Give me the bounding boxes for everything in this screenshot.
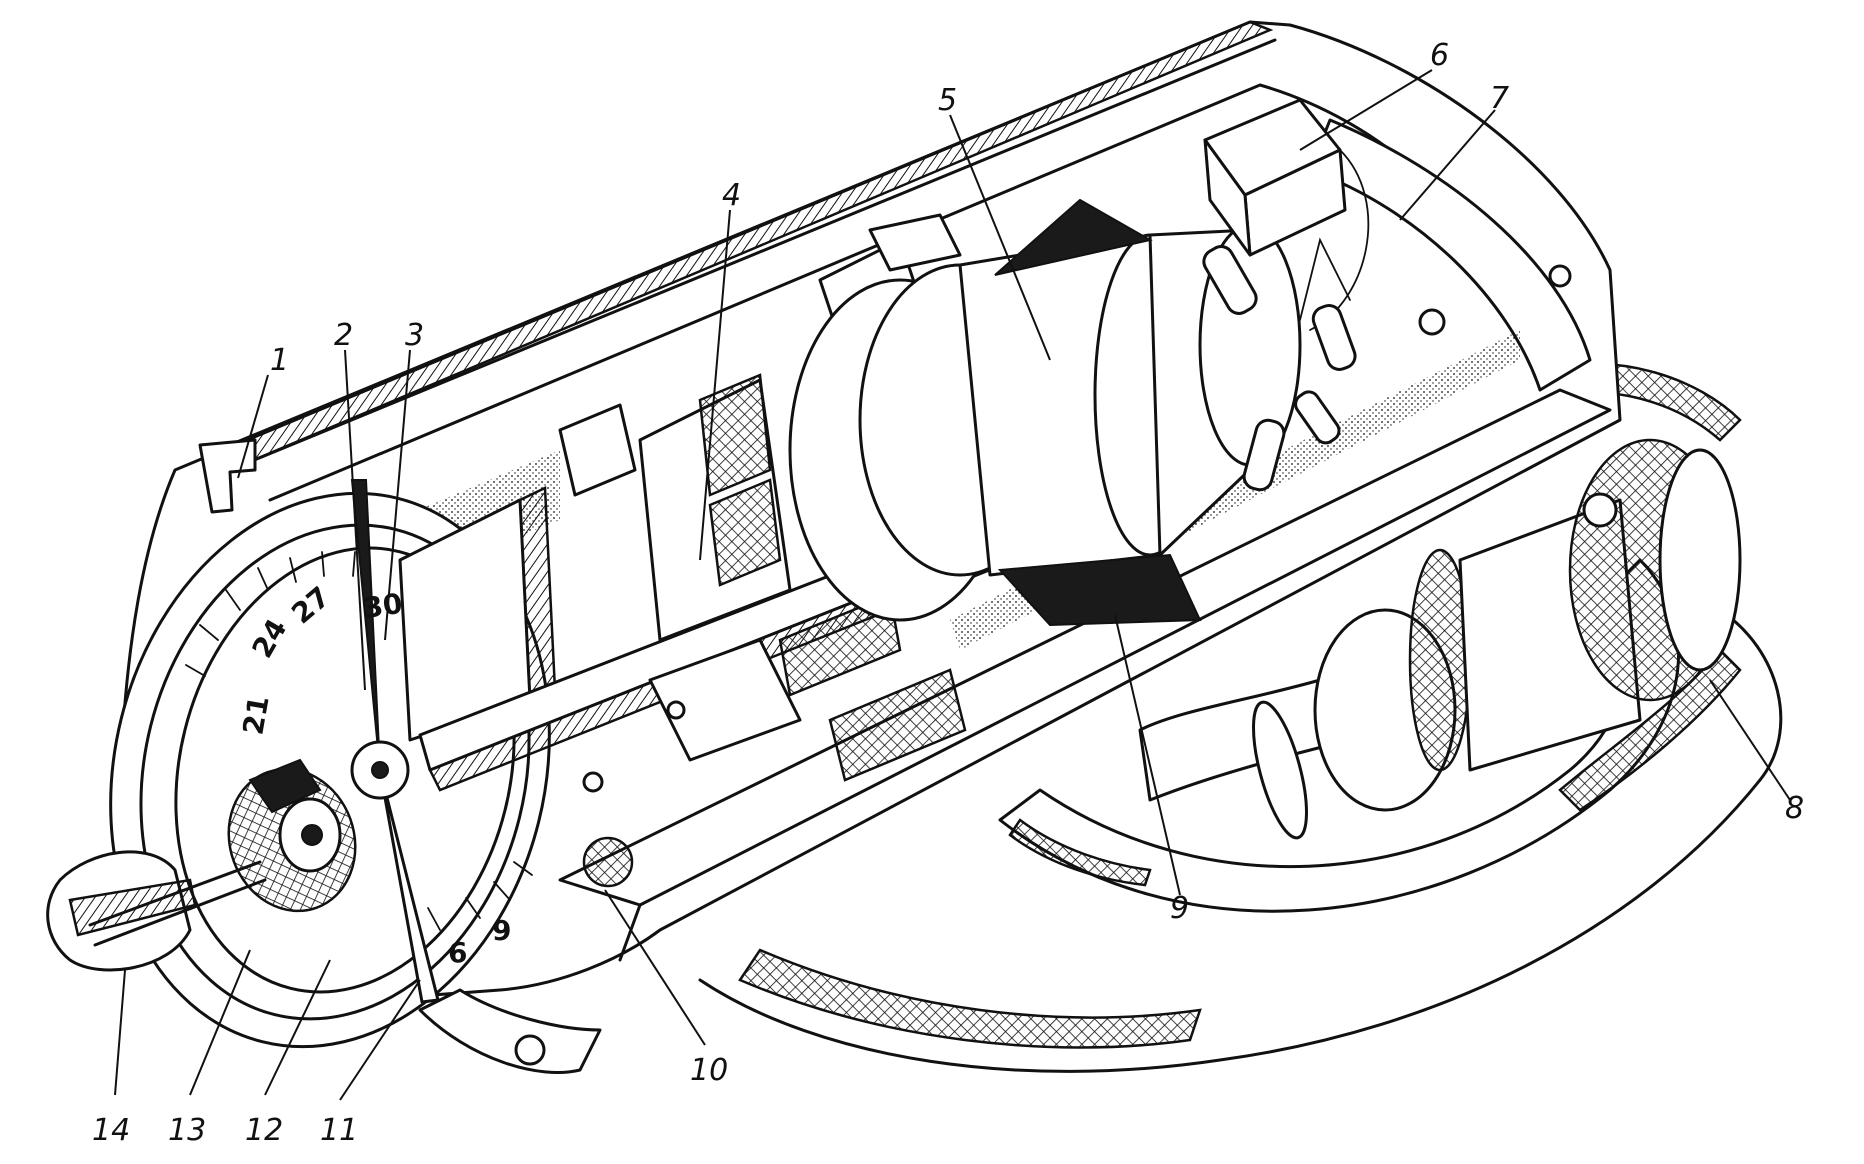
callout-4: 4 (722, 178, 741, 213)
callout-5: 5 (938, 83, 957, 118)
dial-number-6: 6 (448, 936, 467, 969)
callout-labels: 1 2 3 4 5 6 7 8 9 10 11 12 13 14 (92, 38, 1804, 1148)
mechanism-blocks (398, 213, 962, 742)
motor-stack (788, 198, 1302, 627)
connector-plug (1138, 438, 1742, 840)
dial-number-9: 9 (492, 914, 511, 947)
relay-box (1203, 98, 1370, 331)
callout-1: 1 (270, 343, 289, 378)
callout-10: 10 (690, 1053, 728, 1088)
callout-13: 13 (168, 1113, 206, 1148)
leader-lines (114, 69, 1791, 1101)
callout-7: 7 (1490, 81, 1509, 116)
callout-12: 12 (245, 1113, 283, 1148)
dial-ticks (185, 551, 533, 931)
knob-gear (227, 758, 357, 913)
pointer-needle (350, 479, 440, 1004)
callout-14: 14 (92, 1113, 130, 1148)
callout-2: 2 (334, 318, 353, 353)
callout-8: 8 (1785, 791, 1804, 826)
dial-number-30: 30 (361, 587, 404, 625)
callout-9: 9 (1170, 891, 1189, 926)
dial-number-21: 21 (236, 693, 275, 737)
callout-3: 3 (405, 318, 424, 353)
callout-6: 6 (1430, 38, 1449, 73)
callout-11: 11 (320, 1113, 358, 1148)
capacitors (1202, 245, 1357, 492)
drive-shaft (46, 850, 267, 972)
